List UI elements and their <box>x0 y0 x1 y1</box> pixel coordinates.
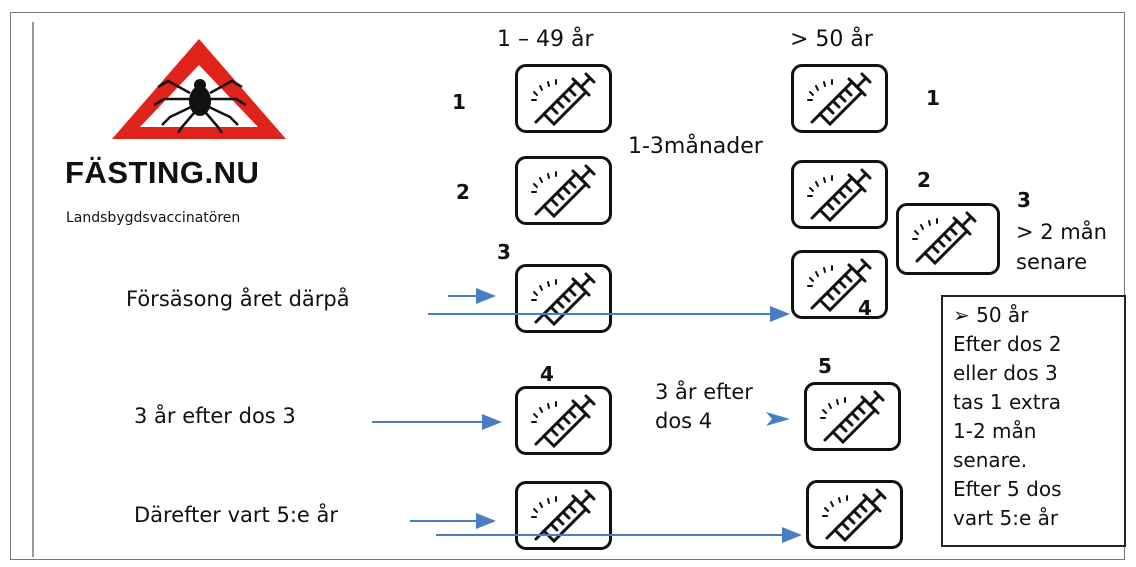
after-dose4-label: dos 4 <box>655 409 713 433</box>
syringe-icon <box>896 203 1000 275</box>
logo-subtitle: Landsbygdsvaccinatören <box>66 210 241 226</box>
dose-number: 2 <box>917 168 931 192</box>
extra-dose-label: > 2 mån <box>1016 220 1107 244</box>
syringe-icon <box>515 386 612 455</box>
info-box-line: Efter dos 2 <box>953 332 1062 356</box>
tick-warning-icon <box>112 39 286 139</box>
info-box-line: vart 5:e år <box>953 506 1059 530</box>
interval-label: 1-3månader <box>628 134 763 159</box>
header-age-over-50: > 50 år <box>790 27 873 52</box>
arrow-bullet-icon: ➢ <box>953 303 970 327</box>
dose-number: 2 <box>456 180 470 204</box>
info-box-line: 1-2 mån <box>953 419 1037 443</box>
syringe-icon <box>804 382 901 451</box>
syringe-icon <box>515 264 612 333</box>
syringe-icon <box>515 156 612 225</box>
syringe-icon <box>806 480 903 549</box>
dose-number: 4 <box>540 362 554 386</box>
after-dose4-label: 3 år efter <box>655 380 753 404</box>
dose-number: 4 <box>858 296 872 320</box>
dose-number: 1 <box>452 90 466 114</box>
syringe-icon <box>515 64 612 133</box>
extra-dose-label: senare <box>1016 250 1088 274</box>
header-age-1-49: 1 – 49 år <box>497 27 594 52</box>
row-label-preseason: Försäsong året därpå <box>126 287 350 311</box>
info-box-line: eller dos 3 <box>953 361 1058 385</box>
dose-number: 5 <box>818 354 832 378</box>
syringe-icon <box>791 160 888 229</box>
dose-number: 3 <box>1017 188 1031 212</box>
dose-number: 3 <box>497 240 511 264</box>
info-box-line: senare. <box>953 448 1028 472</box>
arrow <box>766 412 790 426</box>
dose-number: 1 <box>926 86 940 110</box>
info-box: ➢ 50 år Efter dos 2 eller dos 3 tas 1 ex… <box>941 295 1126 547</box>
logo-title: FÄSTING.NU <box>65 155 260 190</box>
slide-frame <box>10 12 1125 560</box>
info-box-heading: ➢ 50 år <box>953 303 1029 327</box>
row-label-thereafter: Därefter vart 5:e år <box>134 503 338 527</box>
syringe-icon <box>515 481 612 550</box>
divider-line <box>32 22 34 557</box>
row-label-three-years: 3 år efter dos 3 <box>134 404 296 428</box>
info-box-line: Efter 5 dos <box>953 477 1062 501</box>
syringe-icon <box>791 64 888 133</box>
info-box-line: tas 1 extra <box>953 390 1062 414</box>
syringe-icon <box>791 250 888 319</box>
